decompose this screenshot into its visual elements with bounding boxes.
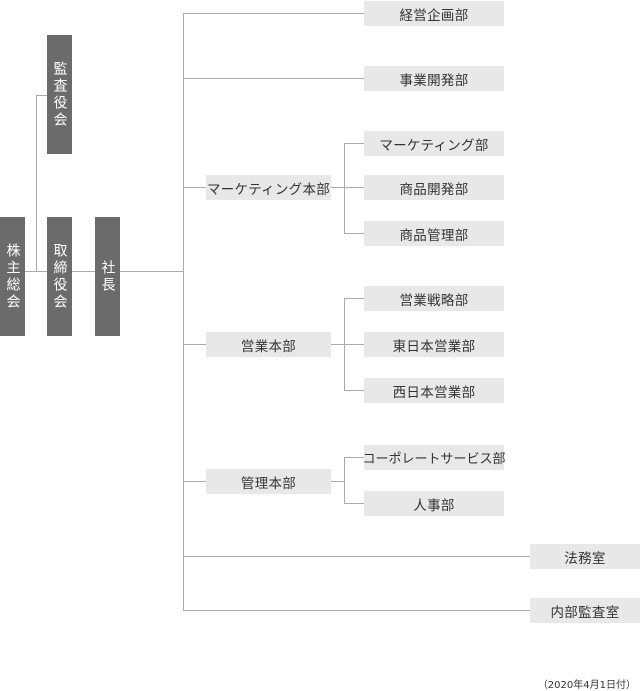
marketing-hq-box: マーケティング本部 xyxy=(206,175,331,200)
human-resources-box: 人事部 xyxy=(364,491,504,516)
board-of-directors-label: 取締役会 xyxy=(51,242,68,311)
sales-sub-2 xyxy=(344,344,364,345)
board-of-directors-box: 取締役会 xyxy=(47,217,72,336)
west-japan-sales-box: 西日本営業部 xyxy=(364,378,504,403)
corporate-services-box: コーポレートサービス部 xyxy=(363,445,506,470)
branch-legal xyxy=(183,556,530,557)
sales-sub-3 xyxy=(344,390,364,391)
marketing-sub-spine xyxy=(344,143,345,233)
marketing-sub-2 xyxy=(344,187,364,188)
connector-auditor-stub xyxy=(36,95,47,96)
admin-hq-out xyxy=(331,481,344,482)
branch-corporate-planning xyxy=(183,13,364,14)
marketing-sub-1 xyxy=(344,143,364,144)
sales-strategy-box: 営業戦略部 xyxy=(364,286,504,311)
connector-president-spine xyxy=(120,271,183,272)
shareholders-meeting-label: 株主総会 xyxy=(4,242,21,311)
business-development-box: 事業開発部 xyxy=(364,66,504,91)
internal-audit-office-box: 内部監査室 xyxy=(530,598,640,623)
product-development-box: 商品開発部 xyxy=(364,175,504,200)
branch-marketing-hq xyxy=(183,187,206,188)
admin-hq-box: 管理本部 xyxy=(206,469,331,494)
audit-board-label: 監査役会 xyxy=(51,60,68,129)
admin-sub-spine xyxy=(344,457,345,503)
legal-office-box: 法務室 xyxy=(530,544,640,569)
connector-board-president xyxy=(72,271,95,272)
shareholders-meeting-box: 株主総会 xyxy=(0,217,25,336)
effective-date-note: （2020年4月1日付） xyxy=(537,680,636,691)
main-spine xyxy=(183,13,184,610)
audit-board-box: 監査役会 xyxy=(47,35,72,154)
east-japan-sales-box: 東日本営業部 xyxy=(364,332,504,357)
connector-auditor-branch xyxy=(36,95,37,272)
sales-hq-box: 営業本部 xyxy=(206,332,331,357)
marketing-hq-out xyxy=(331,187,344,188)
president-label: 社長 xyxy=(99,259,116,294)
branch-sales-hq xyxy=(183,344,206,345)
branch-internal-audit xyxy=(183,610,530,611)
marketing-sub-3 xyxy=(344,233,364,234)
branch-business-development xyxy=(183,78,364,79)
branch-admin-hq xyxy=(183,481,206,482)
product-management-box: 商品管理部 xyxy=(364,221,504,246)
corporate-planning-box: 経営企画部 xyxy=(364,1,504,26)
sales-sub-1 xyxy=(344,298,364,299)
admin-sub-1 xyxy=(344,457,364,458)
admin-sub-2 xyxy=(344,503,364,504)
president-box: 社長 xyxy=(95,217,120,336)
marketing-dept-box: マーケティング部 xyxy=(364,131,504,156)
sales-hq-out xyxy=(331,344,344,345)
